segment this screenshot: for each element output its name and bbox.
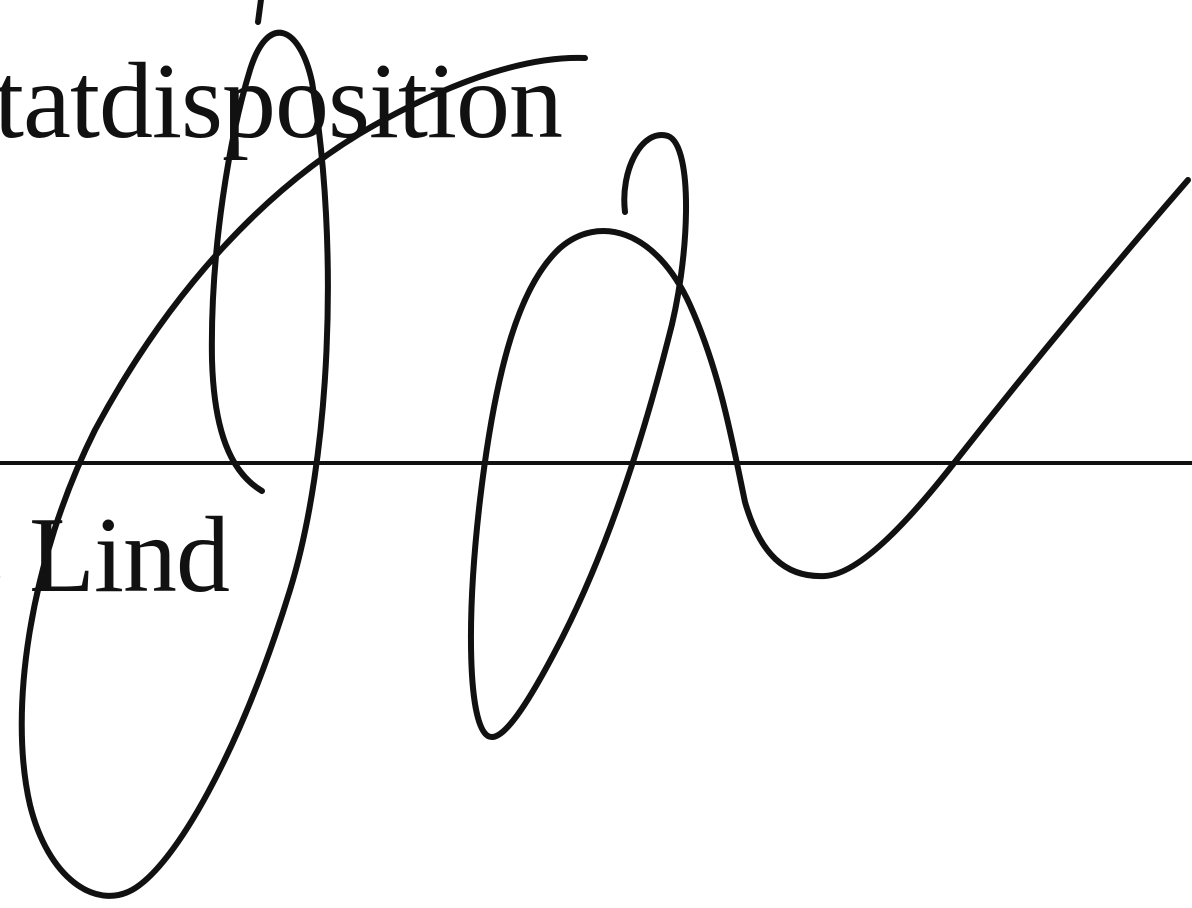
signature-stroke-small-upright-mark	[255, 0, 264, 25]
signature-stroke-large-loop	[18, 29, 588, 899]
signature-stroke-middle-loop	[467, 132, 1191, 740]
document-text-line-top: tatdisposition	[0, 42, 563, 161]
signature-rule-line	[0, 461, 1192, 465]
